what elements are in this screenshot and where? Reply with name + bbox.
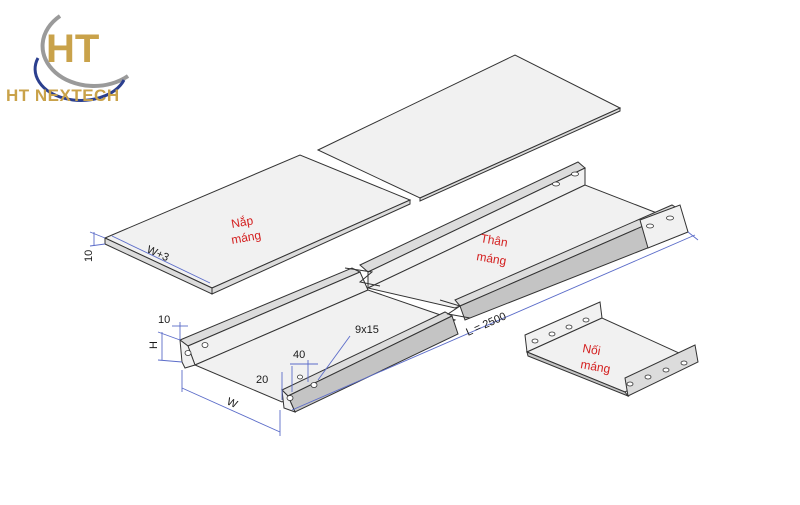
dimension-lines bbox=[89, 231, 699, 436]
dim-hole-pitch: 40 bbox=[293, 349, 305, 361]
dim-hole-offset: 20 bbox=[256, 374, 268, 386]
body-label-line1: Thân bbox=[479, 231, 508, 250]
dim-height: H bbox=[148, 341, 160, 349]
brand-name: HT NEXTECH bbox=[6, 86, 120, 105]
logo-swoosh-icon bbox=[40, 14, 130, 88]
logo-letters: HT bbox=[46, 27, 99, 71]
joint-label-line1: Nối bbox=[581, 341, 601, 358]
tray-body bbox=[179, 161, 689, 413]
cover-label-line2: máng bbox=[230, 228, 262, 247]
body-label-line2: máng bbox=[475, 249, 507, 268]
logo-arc-icon bbox=[33, 57, 126, 102]
dim-cover-height: 10 bbox=[83, 250, 95, 262]
dim-width: W bbox=[225, 396, 240, 411]
cover-panel bbox=[103, 154, 412, 295]
dim-flange: 10 bbox=[158, 314, 170, 326]
cover-label-line1: Nắp bbox=[230, 212, 255, 231]
joint-label-line2: máng bbox=[579, 357, 611, 376]
dim-hole-size: 9x15 bbox=[355, 324, 379, 336]
brand-logo: HT bbox=[33, 14, 130, 102]
joint-plate bbox=[524, 301, 699, 398]
top-cover-panel bbox=[316, 54, 622, 202]
